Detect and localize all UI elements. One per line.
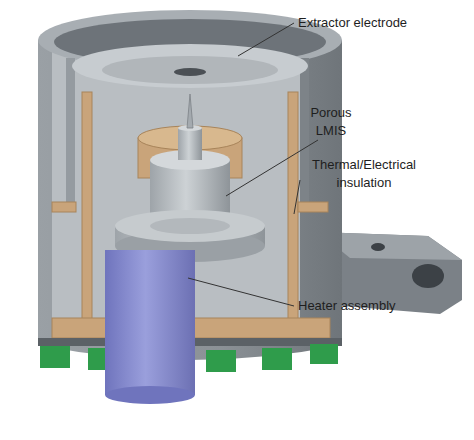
emitter-neck: [178, 128, 202, 160]
leader-line: [238, 23, 294, 56]
leader-line: [188, 278, 294, 306]
part-label: Extractor electrode: [298, 14, 407, 32]
emitter-base-ring: [150, 218, 230, 234]
insulation-plate: [298, 202, 328, 212]
part-label: Heater assembly: [298, 297, 396, 315]
emitter-needle: [187, 94, 193, 128]
emitter-base-top: [115, 210, 265, 242]
extractor-dish: [72, 44, 308, 88]
flange-hole: [371, 243, 385, 251]
leader-line: [294, 180, 300, 214]
extractor-dish-inner: [102, 56, 278, 84]
part-label: Porous LMIS: [300, 104, 362, 140]
extractor-wall: [66, 58, 75, 208]
part-label: Thermal/Electrical insulation: [300, 156, 428, 192]
leader-line: [226, 140, 318, 196]
heater-cylinder: [105, 250, 195, 395]
insulation-wall: [82, 92, 92, 330]
insulation-plate: [52, 202, 76, 212]
insulation-wall: [288, 92, 298, 330]
insulator-block: [310, 344, 338, 364]
extractor-wall: [300, 58, 309, 208]
insulator-block: [40, 346, 70, 368]
insulator-block: [262, 348, 292, 370]
extractor-aperture: [174, 68, 206, 76]
heater-bottom: [105, 386, 195, 404]
flange-hole: [412, 264, 444, 288]
insulator-block: [206, 350, 236, 372]
